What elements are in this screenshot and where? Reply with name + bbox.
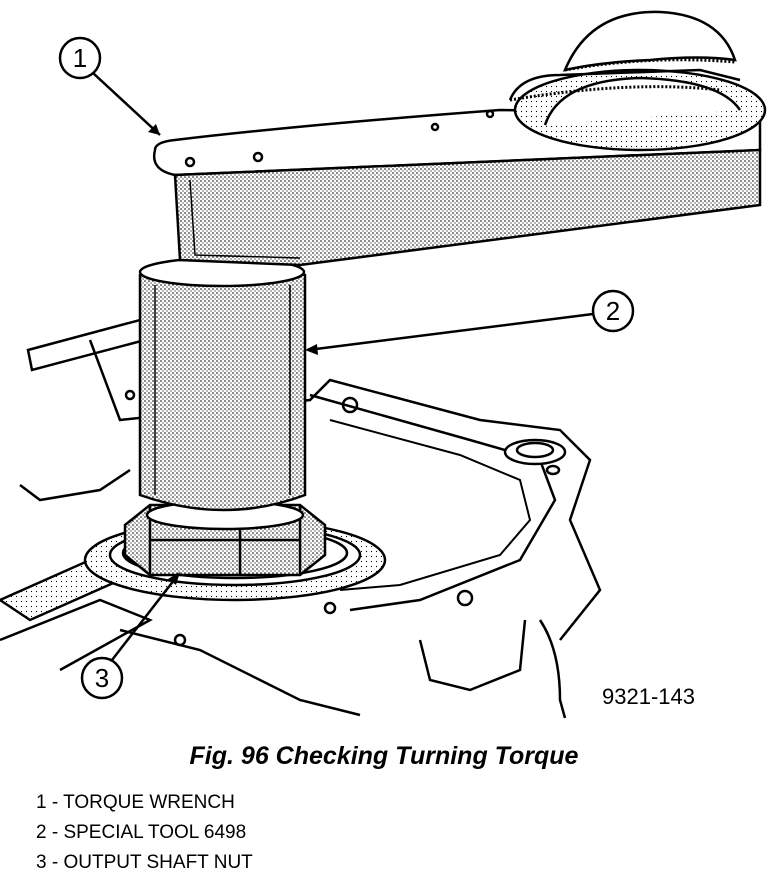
callout-3-number: 3 (95, 663, 109, 693)
legend-text: - SPECIAL TOOL 6498 (46, 822, 247, 843)
legend-text: - TORQUE WRENCH (46, 792, 235, 813)
legend-number: 3 (36, 852, 47, 873)
legend-number: 2 (36, 822, 47, 843)
parts-legend: 1 - TORQUE WRENCH 2 - SPECIAL TOOL 6498 … (36, 788, 253, 878)
technical-illustration: 1 2 3 9321-143 (0, 10, 767, 719)
callout-2: 2 (305, 289, 635, 355)
figure-caption: Fig. 96 Checking Turning Torque (189, 742, 579, 770)
callout-1-number: 1 (73, 43, 87, 73)
special-tool-6498 (138, 256, 307, 512)
callout-3: 3 (80, 572, 180, 700)
output-shaft-nut (123, 499, 327, 577)
legend-text: - OUTPUT SHAFT NUT (46, 852, 253, 873)
torque-wrench (152, 10, 767, 267)
legend-item: 3 - OUTPUT SHAFT NUT (36, 848, 253, 878)
figure-id-label: 9321-143 (602, 684, 695, 709)
legend-item: 2 - SPECIAL TOOL 6498 (36, 818, 253, 848)
legend-number: 1 (36, 792, 47, 813)
legend-item: 1 - TORQUE WRENCH (36, 788, 253, 818)
callout-1: 1 (58, 36, 161, 136)
callout-2-number: 2 (606, 296, 620, 326)
